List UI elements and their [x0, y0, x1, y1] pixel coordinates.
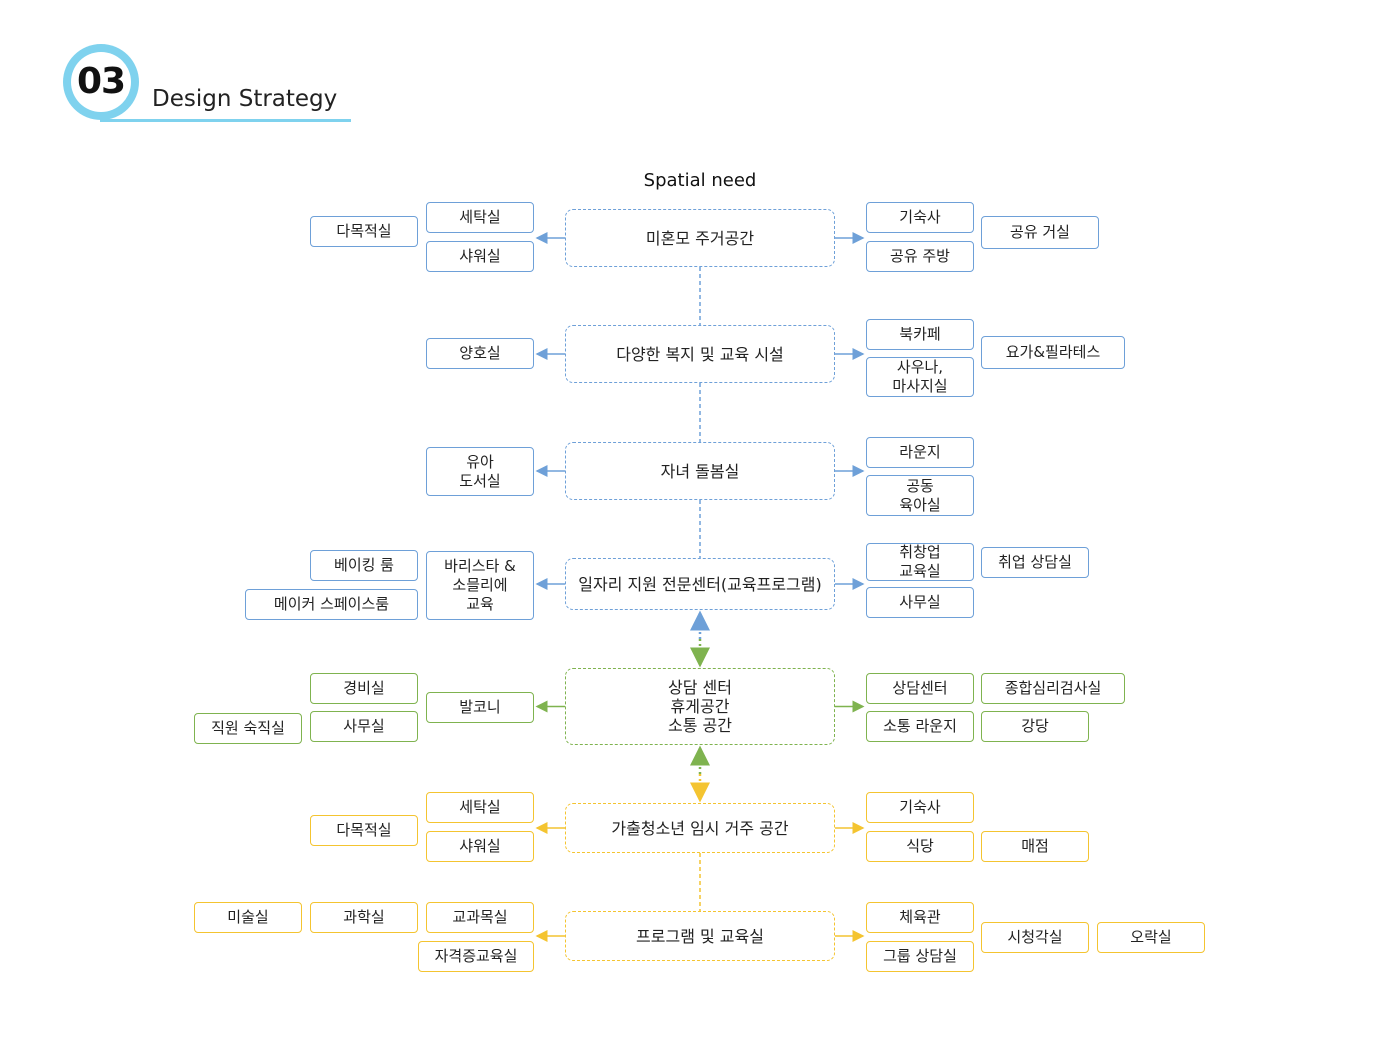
right-node-7-1: 체육관 [866, 902, 974, 933]
left-node-7-1: 교과목실 [426, 902, 534, 933]
section-title-underline [100, 119, 351, 122]
section-number-badge-inner [71, 52, 131, 112]
main-node-2: 다양한 복지 및 교육 시설 [565, 325, 835, 383]
left-node-5-1: 발코니 [426, 692, 534, 723]
main-node-6: 가출청소년 임시 거주 공간 [565, 803, 835, 853]
right-node-1-2: 공유 주방 [866, 241, 974, 272]
right-node-5-2: 소통 라운지 [866, 711, 974, 742]
left-node-5-4: 직원 숙직실 [194, 713, 302, 744]
main-node-7: 프로그램 및 교육실 [565, 911, 835, 961]
left-node-1-3: 다목적실 [310, 216, 418, 247]
right-node-4-3: 취업 상담실 [981, 547, 1089, 578]
left-node-2-1: 양호실 [426, 338, 534, 369]
left-node-6-2: 샤워실 [426, 831, 534, 862]
left-node-7-2: 자격증교육실 [418, 941, 534, 972]
right-node-6-3: 매점 [981, 831, 1089, 862]
right-node-3-2: 공동 육아실 [866, 475, 974, 516]
left-node-5-2: 경비실 [310, 673, 418, 704]
right-node-4-2: 사무실 [866, 587, 974, 618]
main-node-3: 자녀 돌봄실 [565, 442, 835, 500]
right-node-2-3: 요가&필라테스 [981, 336, 1125, 369]
main-node-4: 일자리 지원 전문센터(교육프로그램) [565, 558, 835, 610]
section-title: Design Strategy [152, 86, 338, 112]
right-node-7-2: 그룹 상담실 [866, 941, 974, 972]
right-node-1-3: 공유 거실 [981, 216, 1099, 249]
left-node-4-3: 메이커 스페이스룸 [245, 589, 418, 620]
right-node-5-1: 상담센터 [866, 673, 974, 704]
right-node-1-1: 기숙사 [866, 202, 974, 233]
main-node-5: 상담 센터 휴게공간 소통 공간 [565, 668, 835, 745]
right-node-5-3: 종합심리검사실 [981, 673, 1125, 704]
left-node-1-1: 세탁실 [426, 202, 534, 233]
left-node-1-2: 샤워실 [426, 241, 534, 272]
left-node-4-2: 베이킹 룸 [310, 550, 418, 581]
main-node-1: 미혼모 주거공간 [565, 209, 835, 267]
right-node-6-2: 식당 [866, 831, 974, 862]
section-number: 03 [76, 61, 126, 102]
left-node-7-4: 미술실 [194, 902, 302, 933]
diagram-title: Spatial need [643, 170, 757, 191]
left-node-6-3: 다목적실 [310, 815, 418, 846]
left-node-5-3: 사무실 [310, 711, 418, 742]
left-node-3-1: 유아 도서실 [426, 447, 534, 496]
right-node-2-1: 북카페 [866, 319, 974, 350]
left-node-6-1: 세탁실 [426, 792, 534, 823]
right-node-7-4: 오락실 [1097, 922, 1205, 953]
right-node-7-3: 시청각실 [981, 922, 1089, 953]
right-node-6-1: 기숙사 [866, 792, 974, 823]
right-node-5-4: 강당 [981, 711, 1089, 742]
left-node-4-1: 바리스타 & 소믈리에 교육 [426, 551, 534, 620]
right-node-2-2: 사우나, 마사지실 [866, 357, 974, 397]
right-node-3-1: 라운지 [866, 437, 974, 468]
right-node-4-1: 취창업 교육실 [866, 543, 974, 581]
left-node-7-3: 과학실 [310, 902, 418, 933]
